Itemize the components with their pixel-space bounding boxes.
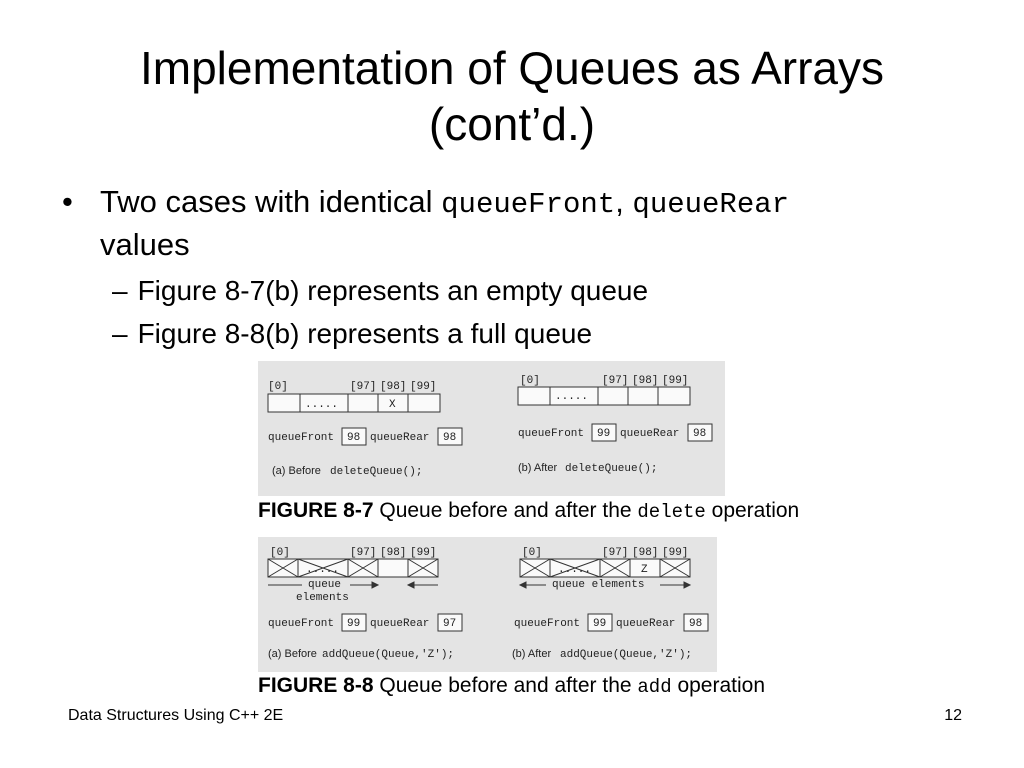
array-cells xyxy=(267,393,441,413)
code-queue-rear: queueRear xyxy=(632,188,790,221)
array-ellipsis: ..... xyxy=(555,391,588,403)
index-0: [0] xyxy=(520,375,540,387)
sub-bullet-dash: – xyxy=(112,275,128,306)
bullet-marker: • xyxy=(62,184,73,219)
figure-8-7-panel-a: [0] [97] [98] [99] ..... X queueFront 98… xyxy=(267,381,463,478)
array-cells xyxy=(517,386,691,406)
queue-rear-value: 97 xyxy=(443,618,456,630)
queue-front-box xyxy=(587,613,613,632)
panel-a-caption-code: deleteQueue(); xyxy=(330,466,422,478)
index-99: [99] xyxy=(410,381,436,393)
sub-bullet-dash: – xyxy=(112,318,128,349)
sub-bullet-2: –Figure 8-8(b) represents a full queue xyxy=(112,317,592,351)
filled-cell-crosses xyxy=(267,558,439,578)
index-98: [98] xyxy=(380,381,406,393)
index-0: [0] xyxy=(268,381,288,393)
slide-title-line2: (cont’d.) xyxy=(428,98,596,150)
bullet-text-b: values xyxy=(100,227,190,262)
index-99: [99] xyxy=(662,375,688,387)
queue-front-box xyxy=(341,613,367,632)
bullet-text-a: Two cases with identical xyxy=(100,184,442,219)
figure-8-8-caption: FIGURE 8-8 Queue before and after the ad… xyxy=(258,673,765,700)
caption-code: add xyxy=(637,676,672,698)
cell-98-value: X xyxy=(389,399,396,411)
elements-label-line1: queue xyxy=(308,579,341,591)
array-ellipsis: ..... xyxy=(305,399,338,411)
figure-8-8-panel-a: [0] [97] [98] [99] ..... xyxy=(267,547,463,661)
caption-text-a: Queue before and after the xyxy=(373,499,638,522)
sub-bullet-text: Figure 8-7(b) represents an empty queue xyxy=(137,275,649,306)
queue-rear-box xyxy=(687,423,713,442)
index-98: [98] xyxy=(632,375,658,387)
queue-front-value: 98 xyxy=(347,432,360,444)
elements-arrow xyxy=(518,581,692,589)
index-97: [97] xyxy=(602,547,628,559)
queue-front-box xyxy=(591,423,617,442)
figure-8-7-image: [0] [97] [98] [99] ..... X queueFront 98… xyxy=(258,361,725,496)
index-0: [0] xyxy=(522,547,542,559)
queue-front-label: queueFront xyxy=(514,618,580,630)
figure-8-8-image: [0] [97] [98] [99] ..... xyxy=(258,537,717,672)
figure-8-7-caption: FIGURE 8-7 Queue before and after the de… xyxy=(258,498,799,525)
index-99: [99] xyxy=(662,547,688,559)
elements-label-line2: elements xyxy=(296,592,349,604)
array-ellipsis: ..... xyxy=(306,564,339,576)
panel-b-caption-code: deleteQueue(); xyxy=(565,463,657,475)
queue-front-label: queueFront xyxy=(268,432,334,444)
queue-front-value: 99 xyxy=(597,428,610,440)
figure-label: FIGURE 8-7 xyxy=(258,499,374,522)
panel-b-caption-label: (b) After xyxy=(512,648,551,660)
index-0: [0] xyxy=(270,547,290,559)
index-99: [99] xyxy=(410,547,436,559)
caption-code: delete xyxy=(637,501,706,523)
slide-number: 12 xyxy=(944,707,962,724)
footer-course-title: Data Structures Using C++ 2E xyxy=(68,707,284,724)
figure-8-8-panel-b: [0] [97] [98] [99] ..... Z xyxy=(512,547,709,661)
figure-label: FIGURE 8-8 xyxy=(258,674,374,697)
slide-title-line1: Implementation of Queues as Arrays xyxy=(139,42,885,94)
index-98: [98] xyxy=(632,547,658,559)
elements-label: queue elements xyxy=(552,579,644,591)
panel-a-caption-label: (a) Before xyxy=(268,648,317,660)
index-97: [97] xyxy=(350,547,376,559)
filled-cell-crosses xyxy=(519,558,691,578)
code-queue-front: queueFront xyxy=(441,188,616,221)
queue-front-label: queueFront xyxy=(268,618,334,630)
queue-front-value: 99 xyxy=(593,618,606,630)
array-ellipsis: ..... xyxy=(558,564,591,576)
slide-title: Implementation of Queues as Arrays (cont… xyxy=(0,40,1024,152)
panel-b-caption-code: addQueue(Queue,'Z'); xyxy=(560,649,692,661)
queue-rear-value: 98 xyxy=(693,428,706,440)
index-97: [97] xyxy=(350,381,376,393)
index-98: [98] xyxy=(380,547,406,559)
queue-front-value: 99 xyxy=(347,618,360,630)
queue-rear-label: queueRear xyxy=(370,432,429,444)
elements-arrow xyxy=(268,581,438,589)
bullet-sep: , xyxy=(615,184,633,219)
queue-rear-box xyxy=(683,613,709,632)
queue-rear-box xyxy=(437,613,463,632)
figure-8-7-panel-b: [0] [97] [98] [99] ..... queueFront 99 q… xyxy=(517,375,713,475)
queue-rear-box xyxy=(437,427,463,446)
sub-bullet-text: Figure 8-8(b) represents a full queue xyxy=(137,318,593,349)
panel-b-caption-label: (b) After xyxy=(518,462,557,474)
panel-a-caption-label: (a) Before xyxy=(272,465,321,477)
index-97: [97] xyxy=(602,375,628,387)
caption-text-a: Queue before and after the xyxy=(373,674,638,697)
queue-rear-label: queueRear xyxy=(616,618,675,630)
caption-text-b: operation xyxy=(671,674,766,697)
queue-rear-label: queueRear xyxy=(370,618,429,630)
panel-a-caption-code: addQueue(Queue,'Z'); xyxy=(322,649,454,661)
queue-rear-value: 98 xyxy=(443,432,456,444)
queue-rear-value: 98 xyxy=(689,618,702,630)
main-bullet: • Two cases with identical queueFront, q… xyxy=(62,182,982,265)
queue-front-label: queueFront xyxy=(518,428,584,440)
queue-front-box xyxy=(341,427,367,446)
cell-98-value: Z xyxy=(641,564,648,576)
sub-bullet-1: –Figure 8-7(b) represents an empty queue xyxy=(112,274,648,308)
caption-text-b: operation xyxy=(705,499,800,522)
queue-rear-label: queueRear xyxy=(620,428,679,440)
bullet-text: Two cases with identical queueFront, que… xyxy=(100,182,982,265)
